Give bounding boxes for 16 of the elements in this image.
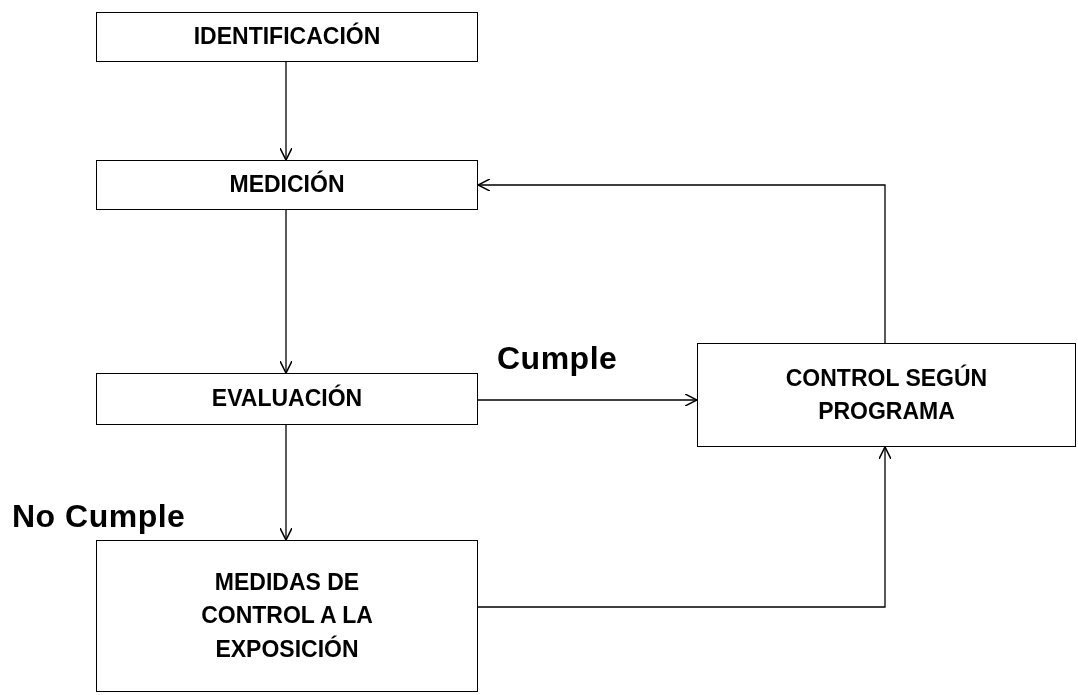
arrow [279,61,293,161]
box-label: MEDICIÓN [228,169,346,200]
process-box [96,12,478,62]
box-label: EVALUACIÓN [210,383,364,414]
arrow [279,424,293,541]
box-label: MEDIDAS DE CONTROL A LA EXPOSICIÓN [200,568,374,664]
arrow [279,209,293,374]
process-box [697,343,1076,447]
process-box [96,540,478,692]
process-box [96,160,478,210]
process-box [96,373,478,425]
box-label: IDENTIFICACIÓN [192,21,382,52]
box-label: CONTROL SEGÚN PROGRAMA [784,363,989,426]
arrow [477,178,886,344]
arrow [477,446,892,608]
arrow [477,393,698,407]
